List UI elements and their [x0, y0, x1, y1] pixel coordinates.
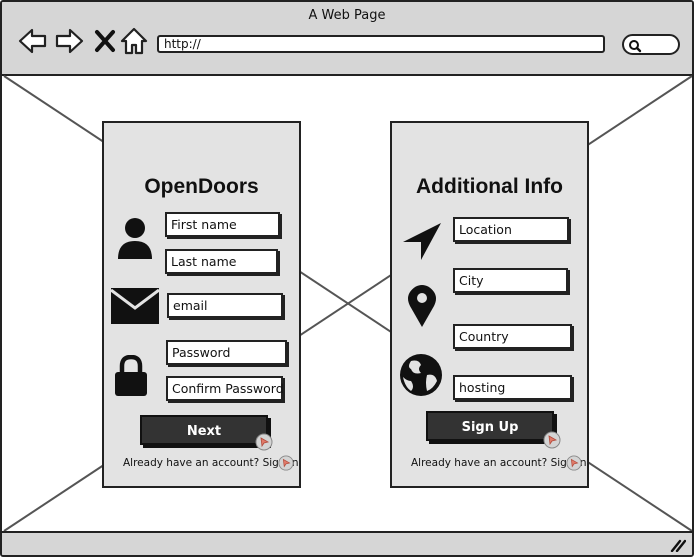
browser-chrome: A Web Page http://	[2, 2, 692, 76]
status-bar	[2, 531, 692, 555]
hosting-field[interactable]: hosting	[453, 375, 572, 400]
signin-link[interactable]: Already have an account? Sign In	[123, 457, 299, 469]
cursor-icon	[255, 433, 273, 451]
navigation-arrow-icon	[403, 223, 441, 260]
first-name-field[interactable]: First name	[165, 212, 280, 237]
search-icon	[629, 40, 642, 53]
forward-arrow-icon[interactable]	[54, 26, 84, 56]
back-arrow-icon[interactable]	[18, 26, 48, 56]
signup-panel: OpenDoors First name Last name email Pas…	[102, 121, 301, 488]
next-button[interactable]: Next	[140, 415, 268, 445]
url-input[interactable]: http://	[157, 35, 605, 53]
map-pin-icon	[408, 285, 436, 327]
search-input[interactable]	[622, 34, 680, 55]
cursor-icon	[278, 455, 294, 471]
password-field[interactable]: Password	[166, 340, 287, 365]
lock-icon	[115, 355, 147, 396]
mail-icon	[110, 288, 160, 324]
user-icon	[118, 218, 152, 259]
email-field[interactable]: email	[167, 293, 283, 318]
city-field[interactable]: City	[453, 268, 568, 293]
signin-link[interactable]: Already have an account? Sign In	[411, 457, 587, 469]
window-title: A Web Page	[308, 8, 386, 23]
panel-title: OpenDoors	[144, 175, 259, 198]
home-icon[interactable]	[119, 26, 149, 56]
country-field[interactable]: Country	[453, 324, 572, 349]
confirm-password-field[interactable]: Confirm Password	[166, 376, 284, 401]
globe-icon	[400, 354, 442, 396]
resize-grip-icon[interactable]	[670, 538, 686, 552]
cursor-icon	[543, 431, 561, 449]
cursor-icon	[566, 455, 582, 471]
location-field[interactable]: Location	[453, 217, 569, 242]
panel-title: Additional Info	[416, 175, 563, 198]
additional-info-panel: Additional Info Location City Country ho…	[390, 121, 589, 488]
close-icon[interactable]	[90, 26, 120, 56]
last-name-field[interactable]: Last name	[165, 249, 278, 274]
signup-button[interactable]: Sign Up	[426, 411, 554, 441]
